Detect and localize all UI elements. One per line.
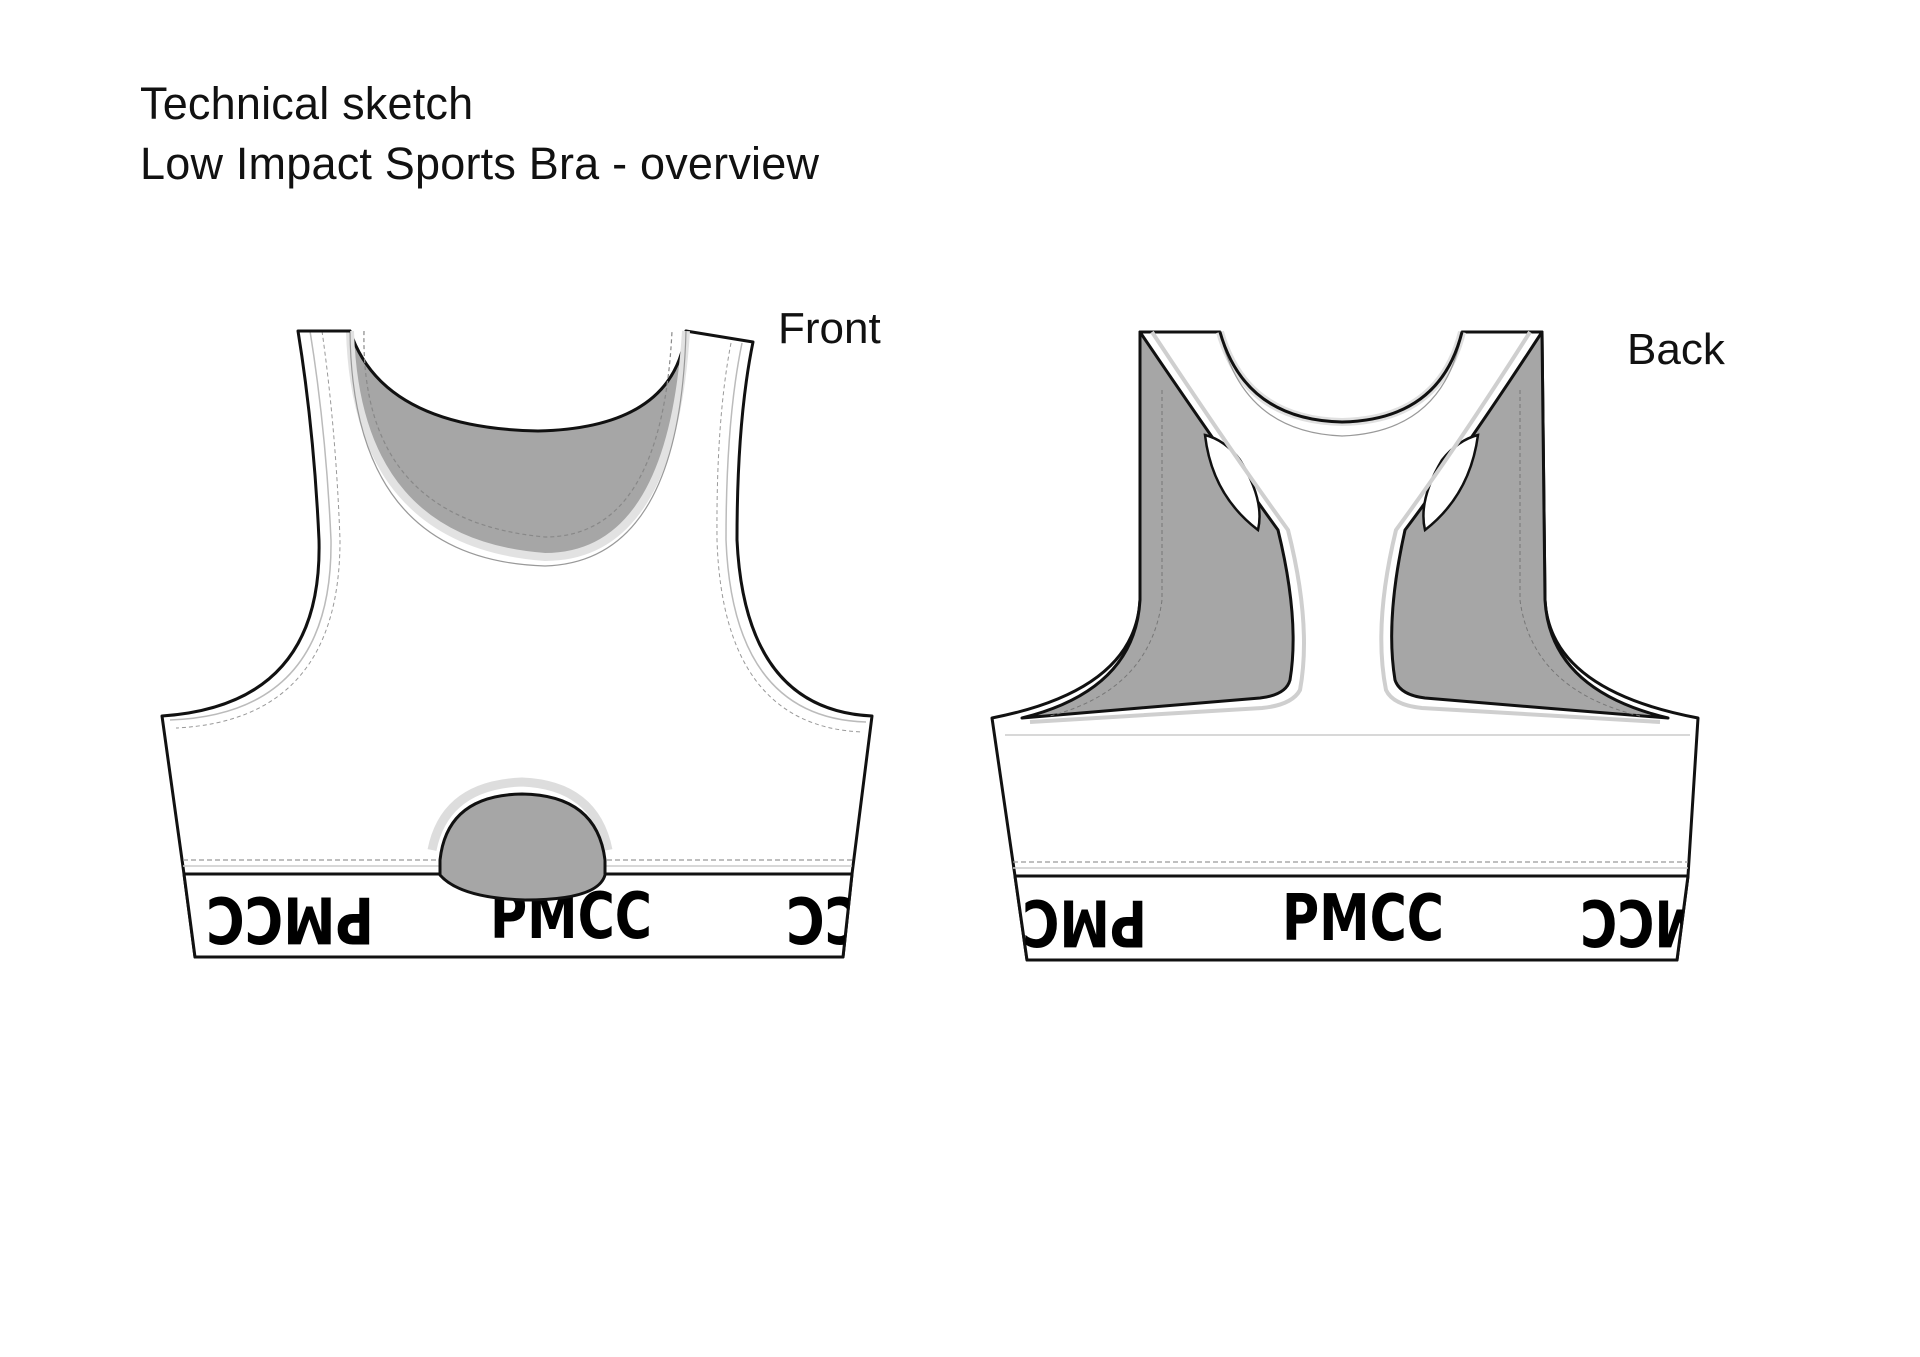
back-band-logo-left: PMCC <box>985 884 1147 958</box>
back-body-outline <box>990 330 1700 962</box>
front-neck-stitch <box>363 330 673 538</box>
back-right-racer-binding <box>1379 330 1661 724</box>
front-band-logo-left: PMCC <box>206 881 374 955</box>
front-neck-edge <box>349 330 687 567</box>
front-right-armhole-binding <box>725 342 867 723</box>
back-left-racer-binding <box>1029 330 1306 724</box>
back-band-logo-right: PMCC <box>1580 884 1742 958</box>
page-title: Technical sketch <box>140 78 474 129</box>
front-keyhole-binding <box>427 777 613 851</box>
back-right-lining-stitch <box>1519 390 1641 717</box>
title-block: Technical sketch Low Impact Sports Bra -… <box>140 74 819 194</box>
back-neck-edge <box>1219 331 1463 437</box>
front-left-armhole-stitch <box>175 330 341 729</box>
front-view-label: Front <box>778 304 881 353</box>
back-band-logo-center: PMCC <box>1282 882 1444 956</box>
front-elastic-band <box>182 872 854 959</box>
front-right-armhole-stitch <box>716 342 863 733</box>
back-neck-outline <box>1218 331 1464 424</box>
back-left-lining-stitch <box>1049 390 1163 717</box>
back-view-label: Back <box>1627 325 1725 374</box>
page-subtitle: Low Impact Sports Bra - overview <box>140 138 820 189</box>
front-left-armhole-binding <box>169 330 332 721</box>
front-view-sketch: PMCC PMCC PMCC <box>160 329 954 959</box>
back-view-sketch: PMCC PMCC PMCC <box>985 330 1742 962</box>
front-neck-binding <box>346 330 690 562</box>
front-band-logo-right: PMCC <box>786 881 954 955</box>
front-keyhole-lining <box>438 792 607 902</box>
back-elastic-band <box>1013 874 1690 962</box>
